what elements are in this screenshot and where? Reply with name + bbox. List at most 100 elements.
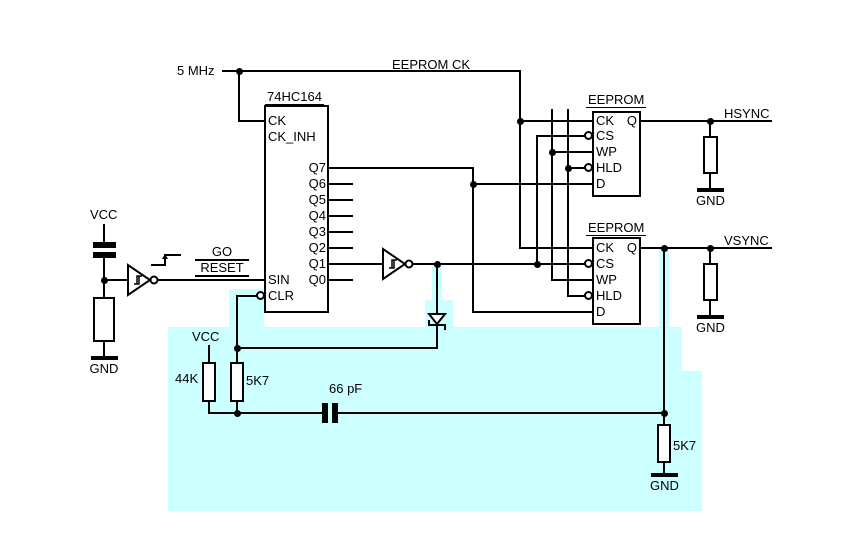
wire-inv2-out: [412, 263, 585, 265]
junction-dot: [707, 245, 714, 252]
gnd-label: GND: [696, 193, 725, 208]
wire-por-gnd-lead: [103, 341, 105, 357]
wire-q5-stub: [329, 199, 353, 201]
reset-label: RESET: [195, 261, 249, 277]
gnd-label: GND: [696, 320, 725, 335]
junction-dot: [661, 410, 668, 417]
wire-q1: [329, 263, 383, 265]
junction-dot: [565, 165, 572, 172]
eeprom2-pin-cs: CS: [596, 256, 615, 271]
r5k7-clr-resistor: [230, 362, 244, 402]
eeprom1-pin-cs: CS: [596, 128, 615, 143]
gnd-label: GND: [89, 361, 119, 376]
wire-zener-top: [436, 263, 438, 314]
inversion-bubble: [584, 131, 593, 140]
junction-dot: [549, 149, 556, 156]
junction-dot: [234, 345, 241, 352]
zener-diode-icon: [426, 313, 448, 330]
eeprom2-pin-d: D: [596, 304, 606, 319]
wire-rclr-bottom: [236, 401, 238, 414]
r44k-label: 44K: [175, 371, 199, 386]
eeprom1-pin-q: Q: [626, 113, 637, 128]
go-label: GO: [195, 245, 249, 261]
wire-e1-wp: [551, 151, 593, 153]
wire-inv1-in: [103, 279, 129, 281]
eeprom1-body: [592, 111, 641, 197]
highlight-right-extension: [682, 371, 702, 511]
schmitt-inverter-icon: [127, 263, 159, 297]
ic1-pin-q1: Q1: [308, 256, 326, 271]
wire-ic1-ck-lead: [238, 120, 266, 122]
ic1-pin-q4: Q4: [308, 208, 326, 223]
eeprom2-pin-hld: HLD: [596, 288, 623, 303]
ic1-pin-q2: Q2: [308, 240, 326, 255]
wire-inv1-out: [157, 279, 266, 281]
hsync-pulldown-resistor: [703, 136, 718, 174]
wire-eeprom-ck-vert: [519, 70, 521, 249]
por-capacitor-plate: [93, 252, 116, 258]
ic1-pin-q5: Q5: [308, 192, 326, 207]
ic1-pin-ck: CK: [268, 113, 287, 128]
wire-q4-stub: [329, 215, 353, 217]
wire-e2-q-vsync: [640, 247, 772, 249]
wire-e2-ck: [519, 247, 593, 249]
eeprom1-title: EEPROM: [586, 92, 647, 108]
eeprom2-body: [592, 237, 641, 325]
wire-hsync-pull-bot: [709, 173, 711, 190]
wire-q3-stub: [329, 231, 353, 233]
inversion-bubble: [584, 259, 593, 268]
wire-clr-lead: [236, 295, 258, 297]
ic1-pin-q7: Q7: [308, 160, 326, 175]
gnd-label: GND: [650, 478, 679, 493]
eeprom1-pin-hld: HLD: [596, 160, 623, 175]
wire-q7: [329, 167, 474, 169]
net-label-hsync: HSYNC: [724, 106, 770, 121]
wire-e1-ck: [519, 120, 593, 122]
junction-dot: [534, 261, 541, 268]
junction-dot: [101, 277, 108, 284]
wire-q6-stub: [329, 183, 353, 185]
net-label-clock: 5 MHz: [177, 63, 215, 78]
schmitt-inverter-icon: [382, 247, 414, 281]
net-label-vsync: VSYNC: [724, 233, 769, 248]
wire-e2-wp: [551, 279, 593, 281]
ic1-pin-q3: Q3: [308, 224, 326, 239]
eeprom2-pin-q: Q: [626, 240, 637, 255]
inversion-bubble: [584, 291, 593, 300]
wire-vsync-pull-bot: [709, 300, 711, 317]
ic1-pin-clr: CLR: [268, 288, 295, 303]
cap-66pf-label: 66 pF: [329, 381, 363, 396]
wire-e1-cs: [536, 135, 585, 137]
wire-rout-top: [663, 412, 665, 425]
ic1-body: [264, 105, 329, 313]
wire-rout-bottom: [663, 462, 665, 475]
eeprom2-pin-ck: CK: [596, 240, 615, 255]
eeprom1-pin-d: D: [596, 176, 606, 191]
wire-zener-bot: [436, 325, 438, 348]
cap-66pf-plate: [322, 403, 328, 423]
inversion-bubble: [584, 163, 593, 172]
junction-dot: [234, 410, 241, 417]
r5k7-out-label: 5K7: [673, 438, 697, 453]
net-label-eeprom-ck: EEPROM CK: [392, 57, 471, 72]
vcc-label-por: VCC: [90, 207, 118, 222]
wire-hld-bus-vert: [567, 109, 569, 297]
wire-d-bus-vert: [472, 167, 474, 313]
wire-vsync-pull-top: [709, 247, 711, 264]
inversion-bubble: [256, 291, 265, 300]
ic1-pin-ck-inh: CK_INH: [268, 129, 316, 144]
gnd-symbol: [651, 473, 678, 477]
wire-r44k-top: [208, 345, 210, 363]
ic1-pin-q6: Q6: [308, 176, 326, 191]
eeprom1-pin-ck: CK: [596, 113, 615, 128]
wire-rc-row-left: [208, 412, 323, 414]
wire-cs-bus-vert: [536, 135, 538, 265]
wire-e2-hld: [567, 295, 585, 297]
wire-q2-stub: [329, 247, 353, 249]
wire-clock-lead: [222, 70, 240, 72]
eeprom1-pin-wp: WP: [596, 144, 617, 159]
junction-dot: [236, 68, 243, 75]
go-reset-label: GO RESET: [195, 245, 249, 277]
junction-dot: [470, 181, 477, 188]
